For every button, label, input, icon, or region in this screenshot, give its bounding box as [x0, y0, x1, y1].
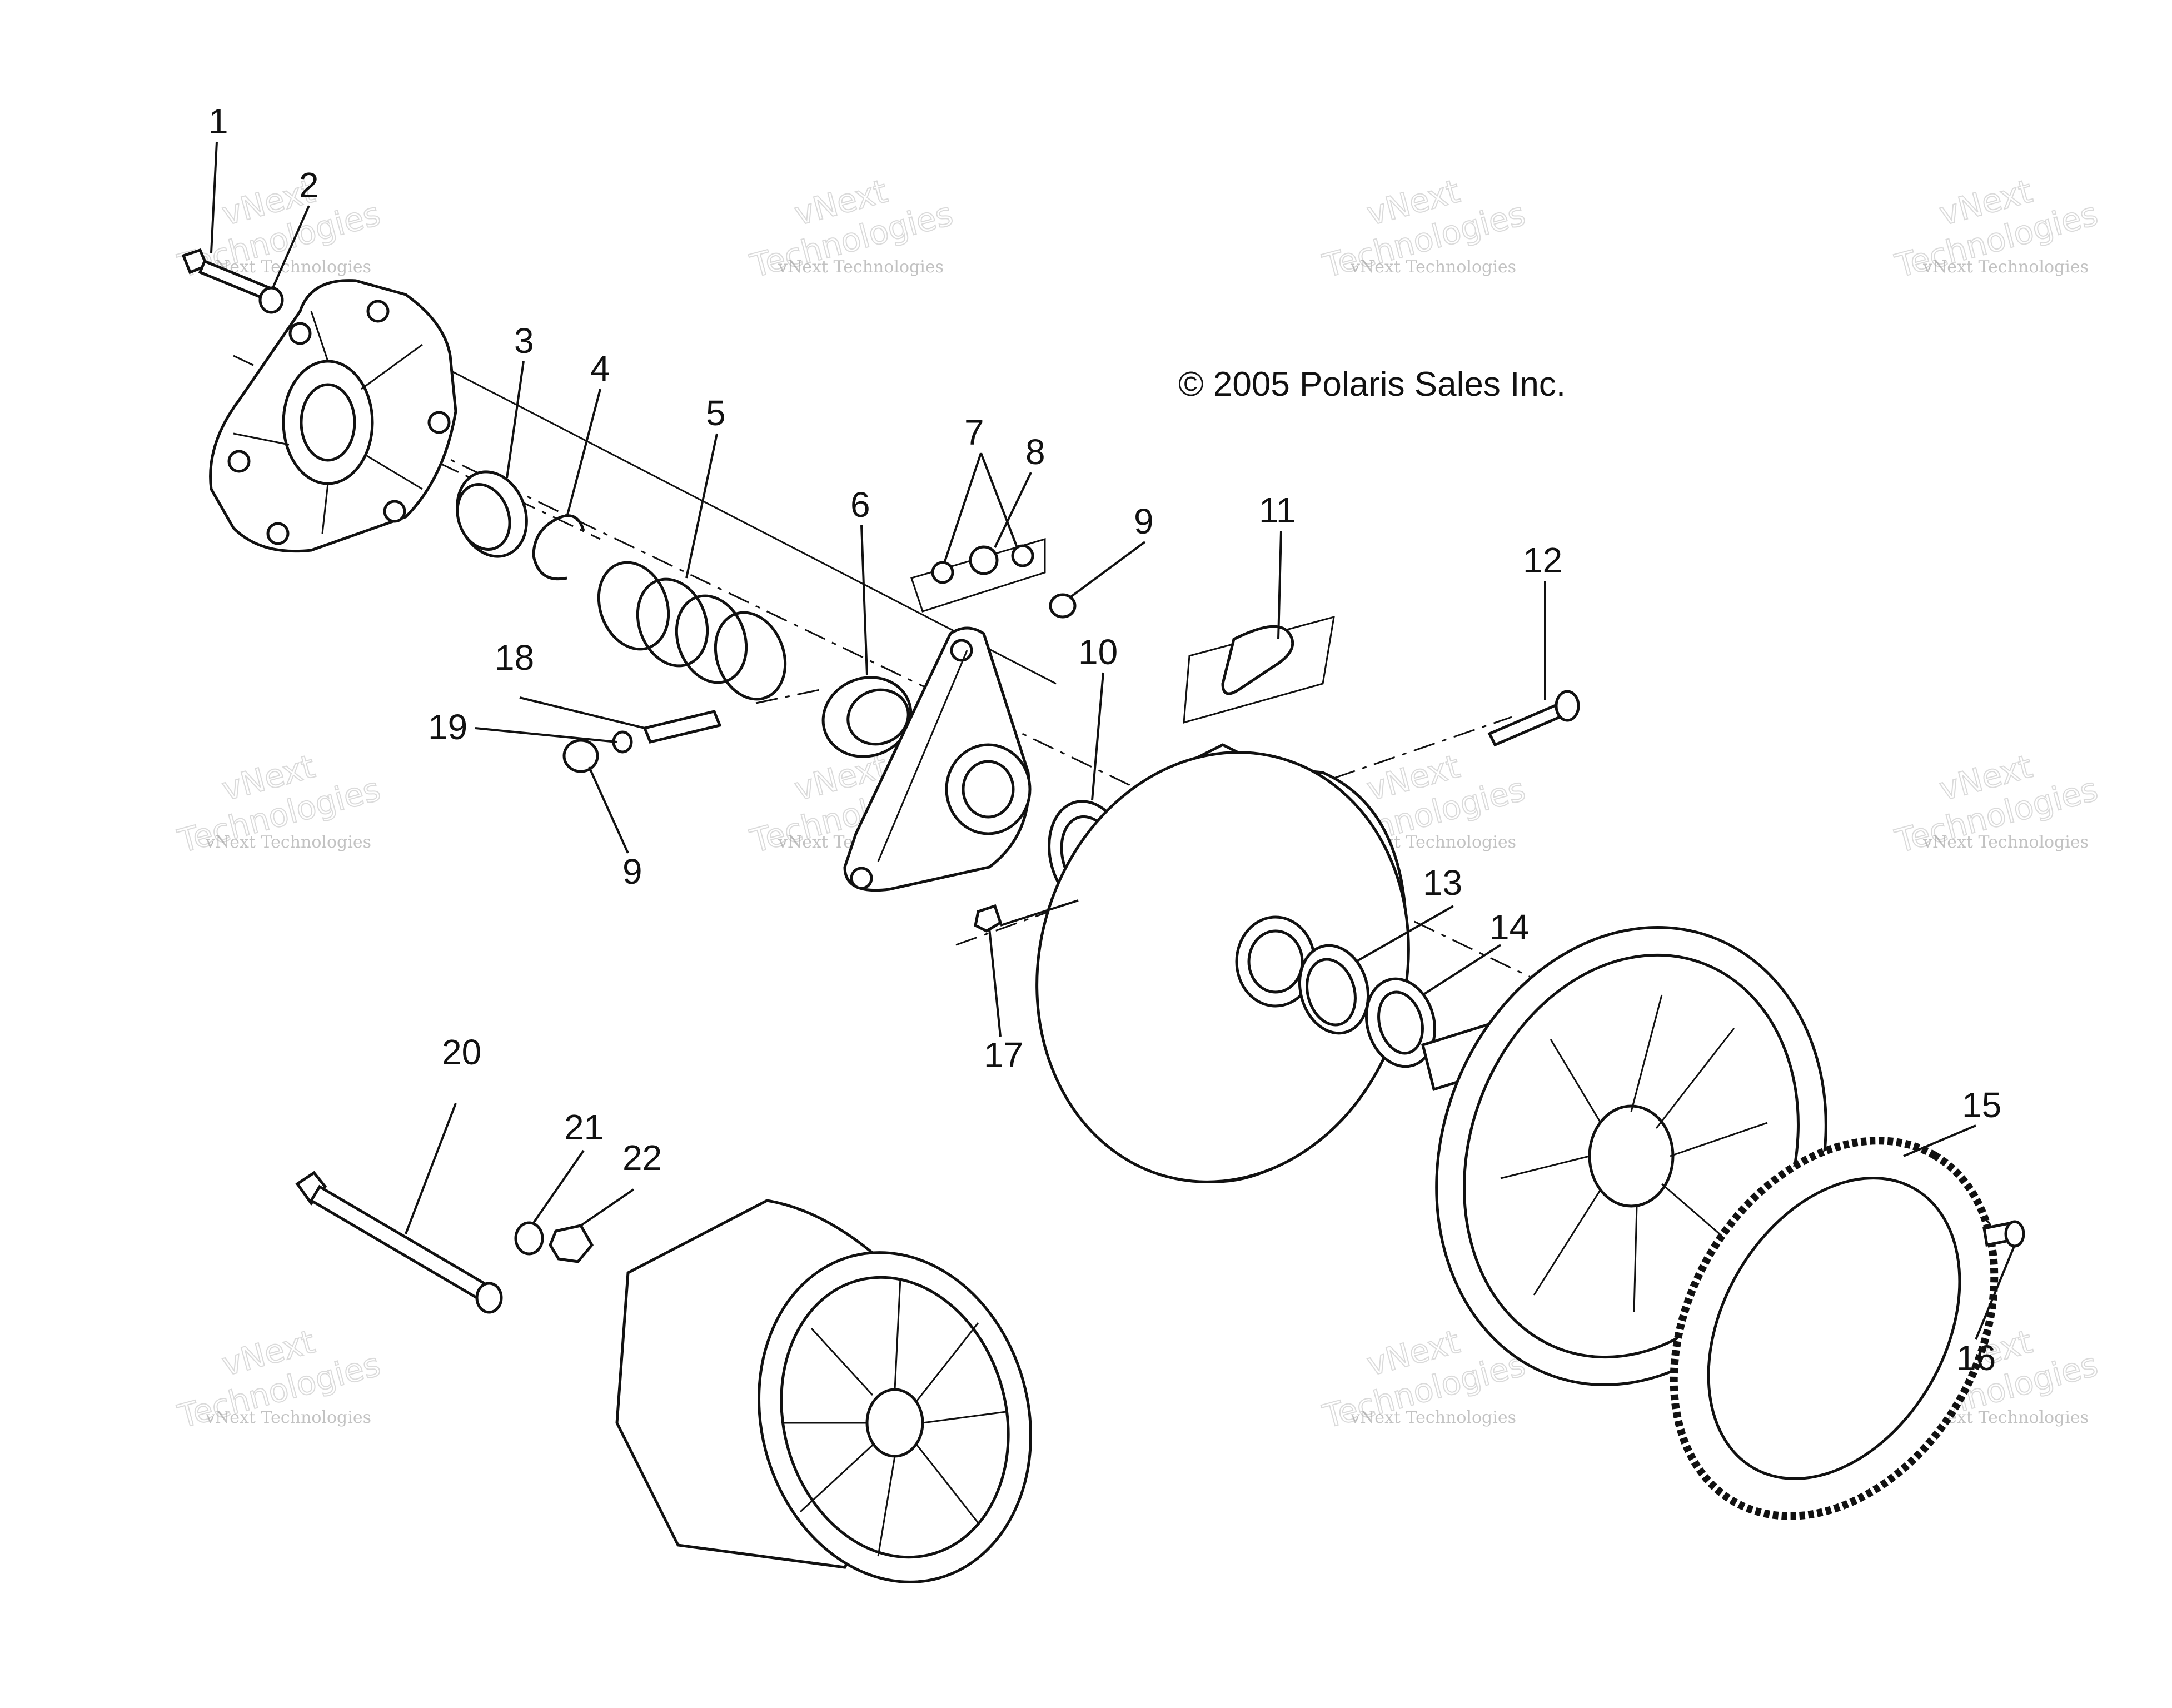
watermark-text: vNext Technologies — [778, 257, 944, 277]
callout-11: 11 — [1259, 490, 1296, 530]
callout-12: 12 — [1523, 540, 1562, 580]
part-spring-5 — [597, 561, 787, 701]
part-washer-2 — [258, 286, 284, 314]
part-ring-gear-15 — [1670, 1137, 1999, 1520]
callout-21: 21 — [564, 1107, 604, 1147]
callout-6: 6 — [850, 485, 870, 525]
watermark-text: vNext Technologies — [205, 1408, 371, 1427]
part-roller-set-7-8 — [910, 538, 1046, 613]
callout-22: 22 — [622, 1138, 662, 1178]
callout-15: 15 — [1962, 1085, 2001, 1125]
part-bushing-13 — [1298, 944, 1370, 1035]
part-bushing-3 — [456, 470, 528, 558]
part-cap-9-lower — [562, 739, 599, 773]
callout-9-lower: 9 — [622, 851, 642, 892]
watermark: vNext Technologies vNext Technologies — [173, 746, 385, 860]
leader-lines — [210, 141, 2016, 1340]
watermark: vNext Technologies vNext Technologies — [1318, 171, 1530, 285]
callout-4: 4 — [590, 348, 610, 389]
callout-17: 17 — [984, 1035, 1023, 1075]
copyright-notice: © 2005 Polaris Sales Inc. — [1178, 365, 1566, 404]
watermark: vNext Technologies vNext Technologies — [1891, 171, 2102, 285]
part-spider-arm — [843, 626, 1032, 892]
callout-2: 2 — [299, 165, 319, 205]
part-pin-18 — [642, 710, 722, 744]
callout-labels: 1 2 3 4 5 6 7 8 9 9 10 11 12 13 14 15 16… — [208, 101, 2001, 1378]
callout-8: 8 — [1025, 432, 1045, 472]
part-snap-ring-4 — [532, 514, 585, 581]
watermark-text: vNext Technologies — [1350, 1408, 1516, 1427]
callout-1: 1 — [208, 101, 228, 141]
part-sleeve-6 — [821, 676, 913, 758]
part-pin-9-upper — [1049, 593, 1077, 619]
part-drive-clutch — [615, 1199, 1032, 1583]
watermark: vNext Technologies vNext Technologies — [1891, 746, 2102, 860]
watermark-text: vNext Technologies — [205, 833, 371, 852]
callout-13: 13 — [1423, 863, 1462, 903]
part-pin-12 — [1487, 690, 1580, 747]
part-bolt-20 — [295, 1171, 503, 1314]
watermark-text: vNext Technologies — [1350, 257, 1516, 277]
callout-20: 20 — [442, 1032, 481, 1072]
part-washer-21 — [514, 1221, 544, 1256]
watermark: vNext Technologies vNext Technologies — [173, 1322, 385, 1436]
callout-19: 19 — [428, 707, 467, 747]
callout-9-upper: 9 — [1134, 501, 1154, 541]
part-screw-16 — [1982, 1220, 2025, 1248]
part-nut-22 — [549, 1224, 594, 1263]
part-cover-plate — [209, 279, 457, 553]
part-washer-14 — [1364, 977, 1437, 1068]
callout-18: 18 — [495, 638, 534, 678]
part-movable-sheave — [1035, 743, 1410, 1183]
callout-10: 10 — [1078, 632, 1118, 672]
callout-16: 16 — [1956, 1338, 1996, 1378]
watermark: vNext Technologies vNext Technologies — [1318, 1322, 1530, 1436]
part-nut-17 — [974, 904, 1003, 933]
watermark: vNext Technologies vNext Technologies — [746, 171, 957, 285]
callout-14: 14 — [1489, 907, 1529, 947]
part-weight-11 — [1183, 615, 1335, 724]
callout-5: 5 — [706, 393, 726, 433]
callout-3: 3 — [514, 321, 534, 361]
watermark-text: vNext Technologies — [1922, 257, 2089, 277]
callout-7: 7 — [964, 412, 984, 452]
watermark-text: vNext Technologies — [1922, 833, 2089, 852]
part-bolt-1 — [181, 248, 275, 302]
